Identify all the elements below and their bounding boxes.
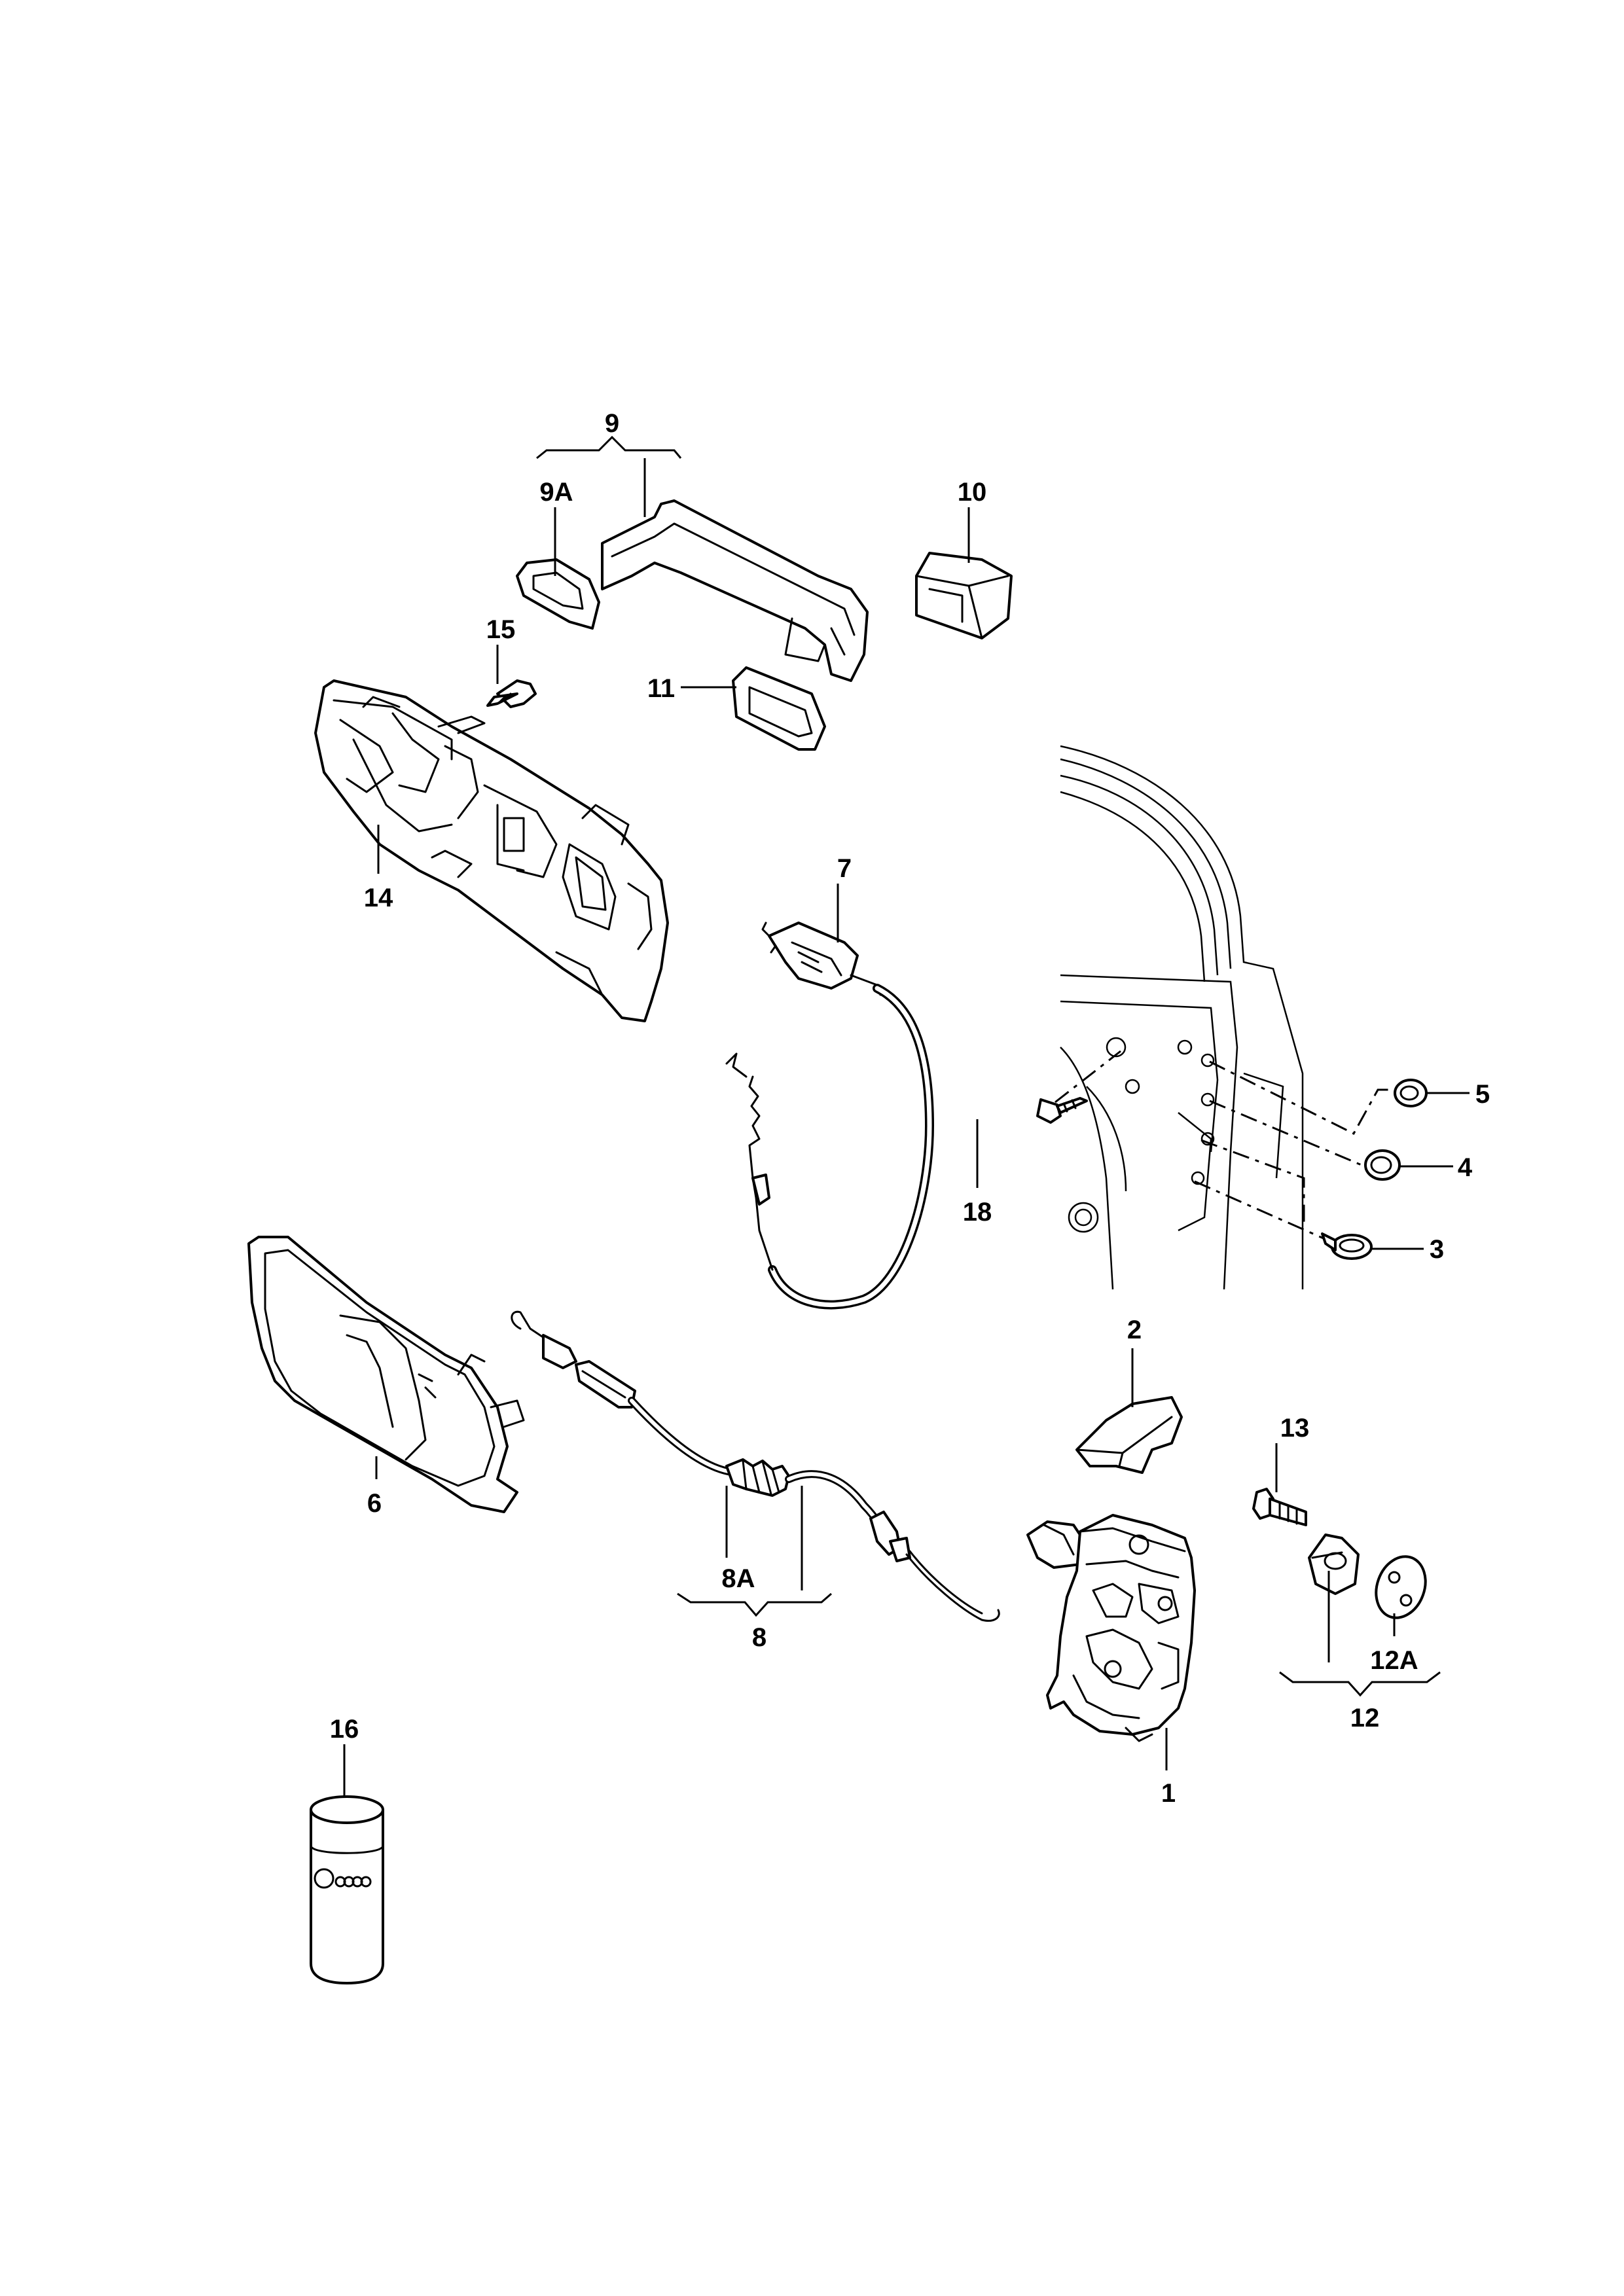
door-frame [1060, 745, 1304, 1290]
part-labels: 9 9A 10 15 11 14 7 18 5 4 3 2 13 6 8A 8 … [330, 409, 1490, 1808]
interior-door-handle [247, 1236, 525, 1513]
label-6: 6 [367, 1489, 382, 1518]
label-2: 2 [1127, 1316, 1142, 1344]
rear-gasket [732, 666, 826, 751]
label-15: 15 [486, 615, 516, 644]
cap-5 [1394, 1079, 1428, 1107]
label-9a: 9A [539, 478, 573, 507]
striker-plate [1308, 1534, 1360, 1595]
leader-lines [343, 435, 1470, 1797]
label-4: 4 [1458, 1153, 1473, 1182]
label-10: 10 [958, 478, 987, 507]
label-12a: 12A [1370, 1646, 1418, 1675]
label-12: 12 [1350, 1704, 1380, 1732]
screw-18 [1036, 1097, 1088, 1124]
door-lock [1026, 1514, 1196, 1742]
label-5: 5 [1475, 1080, 1490, 1109]
label-8: 8 [752, 1623, 767, 1652]
screw-15 [486, 679, 537, 708]
striker-bolt-13 [1252, 1488, 1307, 1526]
label-8a: 8A [721, 1564, 755, 1593]
label-16: 16 [330, 1715, 359, 1744]
grease-can [310, 1795, 384, 1984]
exterior-release-cable [725, 922, 935, 1310]
cover-cap [915, 552, 1013, 639]
handle-gasket [516, 558, 600, 630]
handle-bracket [314, 679, 669, 1022]
label-9: 9 [605, 409, 619, 438]
label-14: 14 [364, 884, 393, 912]
label-3: 3 [1430, 1235, 1444, 1264]
label-1: 1 [1161, 1779, 1176, 1808]
exterior-door-handle [601, 499, 869, 682]
interior-release-cable [511, 1310, 1000, 1622]
brand-logo-icon [314, 1868, 334, 1889]
lock-cover [1075, 1396, 1183, 1474]
bolt-3 [1321, 1232, 1373, 1260]
striker-gasket [1375, 1555, 1427, 1619]
label-13: 13 [1280, 1414, 1310, 1443]
label-11: 11 [647, 674, 675, 703]
label-7: 7 [837, 854, 852, 883]
label-18: 18 [963, 1198, 992, 1227]
cap-4 [1364, 1149, 1401, 1181]
assembly-lines [1055, 1050, 1391, 1245]
